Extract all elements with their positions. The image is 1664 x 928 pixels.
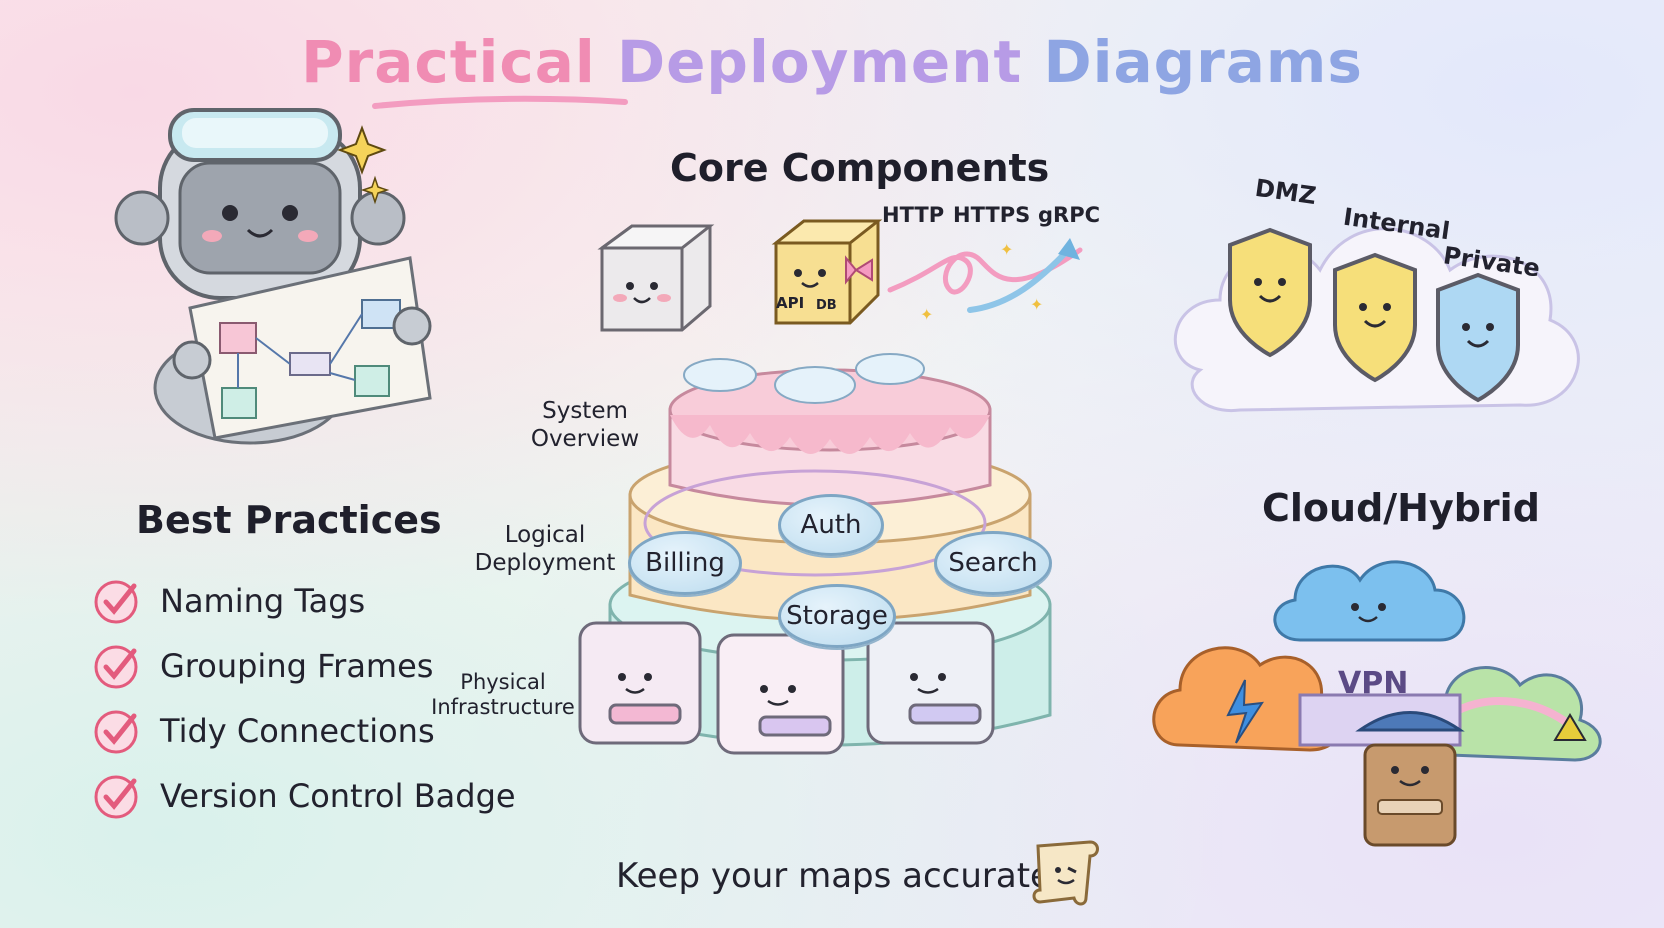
service-node-search: Search xyxy=(934,531,1052,595)
list-item: Grouping Frames xyxy=(92,633,516,698)
best-practices-heading: Best Practices xyxy=(136,498,442,542)
best-practice-label: Tidy Connections xyxy=(160,711,435,750)
db-label: DB xyxy=(816,298,837,313)
security-zones-cloud-illustration xyxy=(1173,227,1580,413)
checkmark-icon xyxy=(94,710,138,753)
layer-label-logical-deployment: Logical Deployment xyxy=(474,522,616,576)
best-practice-label: Version Control Badge xyxy=(160,776,516,815)
package-box-illustration xyxy=(771,219,883,325)
service-node-billing: Billing xyxy=(628,531,742,595)
svg-text:✦: ✦ xyxy=(920,305,933,324)
svg-text:✦: ✦ xyxy=(1030,295,1043,314)
protocol-https: HTTPS xyxy=(953,203,1031,227)
checkmark-icon xyxy=(94,645,138,688)
robot-illustration xyxy=(114,108,432,445)
scroll-icon xyxy=(1032,840,1099,906)
title-underline xyxy=(372,95,628,109)
hybrid-cloud-illustration xyxy=(1152,560,1602,847)
api-label: API xyxy=(776,294,805,312)
protocol-http: HTTP xyxy=(882,203,945,227)
list-item: Version Control Badge xyxy=(92,763,516,828)
layer-label-physical-infrastructure: Physical Infrastructure xyxy=(431,670,575,720)
core-components-heading: Core Components xyxy=(670,146,1050,190)
vpn-label: VPN xyxy=(1338,666,1409,701)
list-item: Naming Tags xyxy=(92,568,516,633)
checkmark-icon xyxy=(94,580,138,623)
protocol-grpc: gRPC xyxy=(1038,203,1101,227)
connection-ribbon-illustration: ✦ ✦ ✦ xyxy=(887,238,1083,324)
title-word-3: Diagrams xyxy=(1043,28,1363,96)
list-item: Tidy Connections xyxy=(92,698,516,763)
checkmark-icon xyxy=(94,775,138,818)
best-practices-list: Naming Tags Grouping Frames Tidy Connect… xyxy=(92,568,516,828)
title-word-1: Practical xyxy=(301,28,596,96)
svg-text:✦: ✦ xyxy=(1000,240,1013,259)
cloud-hybrid-heading: Cloud/Hybrid xyxy=(1262,486,1540,530)
best-practice-label: Naming Tags xyxy=(160,581,366,620)
layer-label-system-overview: System Overview xyxy=(530,398,640,452)
footer-message: Keep your maps accurate! xyxy=(616,856,1065,896)
service-node-auth: Auth xyxy=(778,494,884,556)
page-title: Practical Deployment Diagrams xyxy=(0,28,1664,96)
best-practice-label: Grouping Frames xyxy=(160,646,434,685)
service-node-storage: Storage xyxy=(778,584,896,648)
node-cube-illustration xyxy=(597,224,715,332)
title-word-2: Deployment xyxy=(616,28,1023,96)
